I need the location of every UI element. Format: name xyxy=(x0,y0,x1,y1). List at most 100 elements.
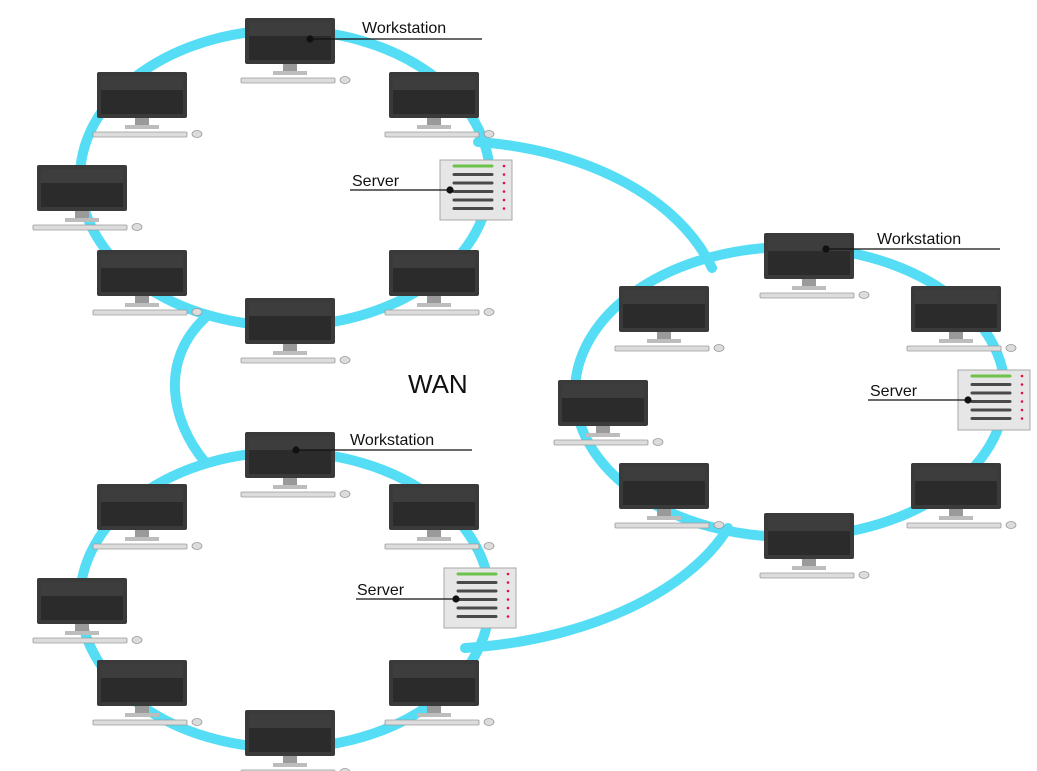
monitor-base xyxy=(65,631,99,635)
monitor-base xyxy=(273,351,307,355)
led-icon xyxy=(1020,391,1024,395)
screen-glare xyxy=(915,290,997,304)
keyboard-icon xyxy=(384,543,480,550)
monitor-base xyxy=(417,713,451,717)
workstation-tl-6 xyxy=(384,250,495,316)
led-icon xyxy=(506,572,510,576)
monitor-base xyxy=(939,516,973,520)
mouse-icon xyxy=(339,356,351,364)
workstation-bl-2 xyxy=(92,484,203,550)
workstation-tl-7 xyxy=(240,298,351,364)
mouse-icon xyxy=(713,344,725,352)
keyboard-icon xyxy=(32,224,128,231)
monitor-base xyxy=(417,537,451,541)
callout-dot-server-2 xyxy=(964,396,972,404)
mouse-icon xyxy=(1005,344,1017,352)
mouse-icon xyxy=(191,130,203,138)
keyboard-icon xyxy=(384,131,480,138)
monitor-screen xyxy=(41,169,123,207)
monitor-base xyxy=(417,303,451,307)
keyboard-icon xyxy=(92,543,188,550)
screen-glare xyxy=(768,517,850,531)
workstation-r-4 xyxy=(553,380,664,446)
callout-dot-workstation-2 xyxy=(822,245,830,253)
label-server-top: Server xyxy=(352,173,400,190)
monitor-base xyxy=(273,71,307,75)
monitor-stand xyxy=(427,296,441,304)
workstation-bl-3 xyxy=(384,484,495,550)
workstation-tl-4 xyxy=(32,165,143,231)
label-workstation-bottom: Workstation xyxy=(350,432,434,449)
devices xyxy=(32,18,1031,771)
monitor-screen xyxy=(41,582,123,620)
mouse-icon xyxy=(713,521,725,529)
mouse-icon xyxy=(131,636,143,644)
monitor-screen xyxy=(768,237,850,275)
led-icon xyxy=(1020,383,1024,386)
keyboard-icon xyxy=(759,292,855,299)
monitor-stand xyxy=(135,118,149,126)
mouse-icon xyxy=(483,130,495,138)
monitor-screen xyxy=(393,488,475,526)
monitor-base xyxy=(792,286,826,290)
monitor-stand xyxy=(283,478,297,486)
led-icon xyxy=(1020,408,1024,412)
led-icon xyxy=(506,589,510,593)
monitor-stand xyxy=(596,426,610,434)
monitor-stand xyxy=(283,756,297,764)
mouse-icon xyxy=(858,571,870,579)
monitor-screen xyxy=(393,76,475,114)
workstation-bl-6 xyxy=(384,660,495,726)
callout-dot-workstation-1 xyxy=(306,35,314,43)
workstation-r-1 xyxy=(759,233,870,299)
keyboard-icon xyxy=(92,309,188,316)
monitor-stand xyxy=(75,624,89,632)
callout-dot-server-3 xyxy=(452,595,460,603)
led-icon xyxy=(502,164,506,168)
mouse-icon xyxy=(652,438,664,446)
workstation-r-2 xyxy=(614,286,725,352)
monitor-stand xyxy=(949,332,963,340)
screen-glare xyxy=(101,254,183,268)
workstation-r-7 xyxy=(759,513,870,579)
workstation-tl-1 xyxy=(240,18,351,84)
monitor-base xyxy=(939,339,973,343)
led-icon xyxy=(506,581,510,584)
led-icon xyxy=(506,598,510,601)
monitor-base xyxy=(647,339,681,343)
monitor-stand xyxy=(75,211,89,219)
workstation-bl-7 xyxy=(240,710,351,771)
monitor-screen xyxy=(768,517,850,555)
workstation-r-5 xyxy=(614,463,725,529)
label-workstation-top: Workstation xyxy=(362,20,446,37)
screen-glare xyxy=(101,488,183,502)
screen-glare xyxy=(623,467,705,481)
keyboard-icon xyxy=(906,345,1002,352)
monitor-base xyxy=(792,566,826,570)
monitor-base xyxy=(125,125,159,129)
monitor-screen xyxy=(393,254,475,292)
monitor-base xyxy=(417,125,451,129)
screen-glare xyxy=(249,714,331,728)
led-icon xyxy=(502,181,506,185)
screen-glare xyxy=(393,76,475,90)
monitor-screen xyxy=(915,467,997,505)
led-icon xyxy=(1020,417,1024,420)
monitor-screen xyxy=(249,436,331,474)
keyboard-icon xyxy=(384,309,480,316)
monitor-screen xyxy=(101,76,183,114)
monitor-screen xyxy=(623,290,705,328)
keyboard-icon xyxy=(614,345,710,352)
mouse-icon xyxy=(339,76,351,84)
screen-glare xyxy=(393,664,475,678)
monitor-screen xyxy=(101,664,183,702)
mouse-icon xyxy=(1005,521,1017,529)
monitor-screen xyxy=(249,302,331,340)
led-icon xyxy=(502,173,506,176)
mouse-icon xyxy=(339,768,351,771)
monitor-stand xyxy=(283,64,297,72)
mouse-icon xyxy=(131,223,143,231)
keyboard-icon xyxy=(759,572,855,579)
